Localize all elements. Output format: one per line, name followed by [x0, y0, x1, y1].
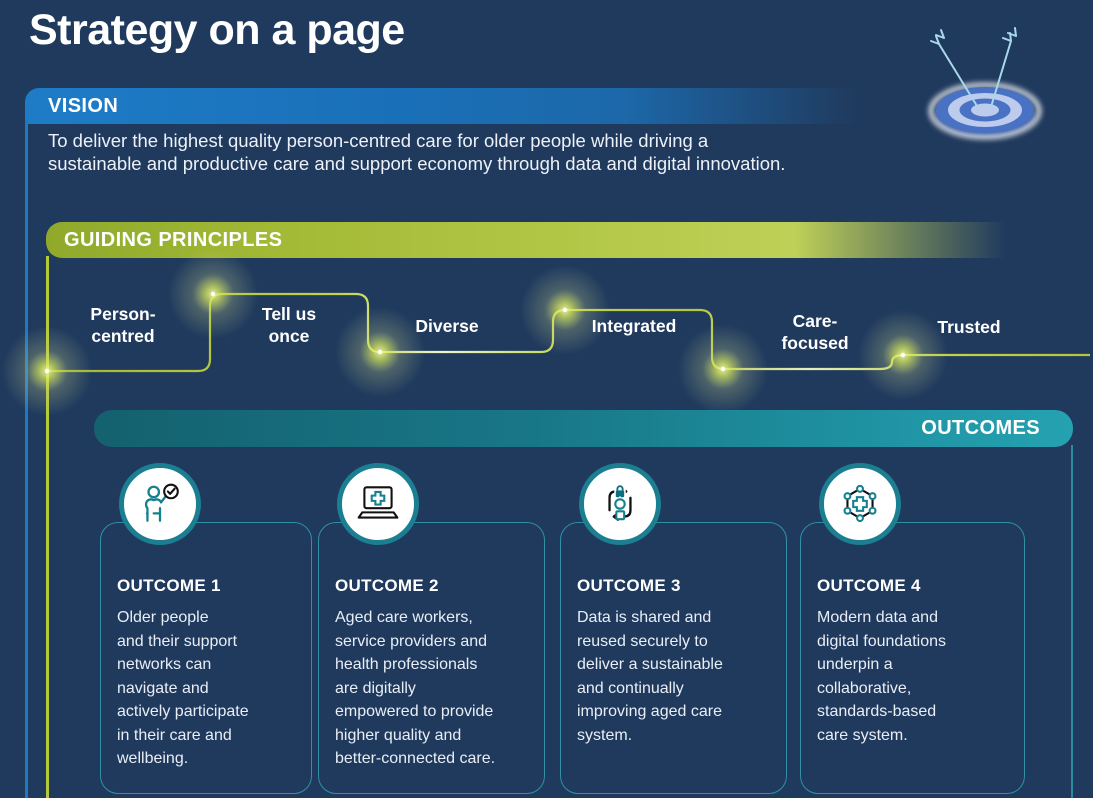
outcome-2-text: Aged care workers, service providers and…	[335, 609, 496, 767]
principle-person-centred: Person- centred	[90, 304, 156, 346]
principle-diverse: Diverse	[415, 316, 479, 336]
page-bottom-edge	[0, 798, 1093, 804]
page-title: Strategy on a page	[29, 6, 405, 54]
guiding-principles-label: GUIDING PRINCIPLES	[64, 229, 283, 251]
outcome-4-heading: OUTCOME 4	[817, 576, 921, 595]
outcome-1-text: Older people and their support networks …	[117, 609, 249, 767]
dartboard-arrows-icon	[928, 27, 1042, 140]
outcome-3-heading: OUTCOME 3	[577, 576, 681, 595]
principles-zigzag-line	[47, 292, 1090, 373]
laptop-medical-cross-icon	[337, 463, 419, 545]
vision-frame-line	[25, 122, 28, 798]
principle-care-focused: Care- focused	[781, 311, 849, 353]
principle-trusted: Trusted	[937, 317, 1001, 337]
outcomes-frame-line	[1071, 445, 1073, 798]
outcome-card-2: OUTCOME 2 Aged care workers, service pro…	[318, 463, 545, 794]
vision-text: To deliver the highest quality person-ce…	[48, 130, 786, 174]
principle-integrated: Integrated	[591, 316, 677, 336]
outcome-2-heading: OUTCOME 2	[335, 576, 439, 595]
guiding-principles-banner: GUIDING PRINCIPLES	[46, 222, 1006, 258]
outcome-1-heading: OUTCOME 1	[117, 576, 221, 595]
person-check-icon	[119, 463, 201, 545]
outcomes-label: OUTCOMES	[921, 417, 1040, 439]
outcome-card-3: OUTCOME 3 Data is shared and reused secu…	[560, 463, 787, 794]
network-cross-icon	[819, 463, 901, 545]
vision-banner: VISION	[25, 88, 857, 124]
outcome-card-4: OUTCOME 4 Modern data and digital founda…	[800, 463, 1025, 794]
outcome-3-text: Data is shared and reused securely to de…	[577, 609, 723, 744]
principles-frame-line	[46, 256, 49, 798]
outcome-4-text: Modern data and digital foundations unde…	[817, 609, 946, 744]
secure-data-cycle-icon	[579, 463, 661, 545]
outcome-card-1: OUTCOME 1 Older people and their support…	[100, 463, 312, 794]
outcomes-banner: OUTCOMES	[94, 410, 1073, 447]
vision-label: VISION	[48, 95, 119, 117]
principle-tell-us-once: Tell us once	[261, 304, 317, 346]
